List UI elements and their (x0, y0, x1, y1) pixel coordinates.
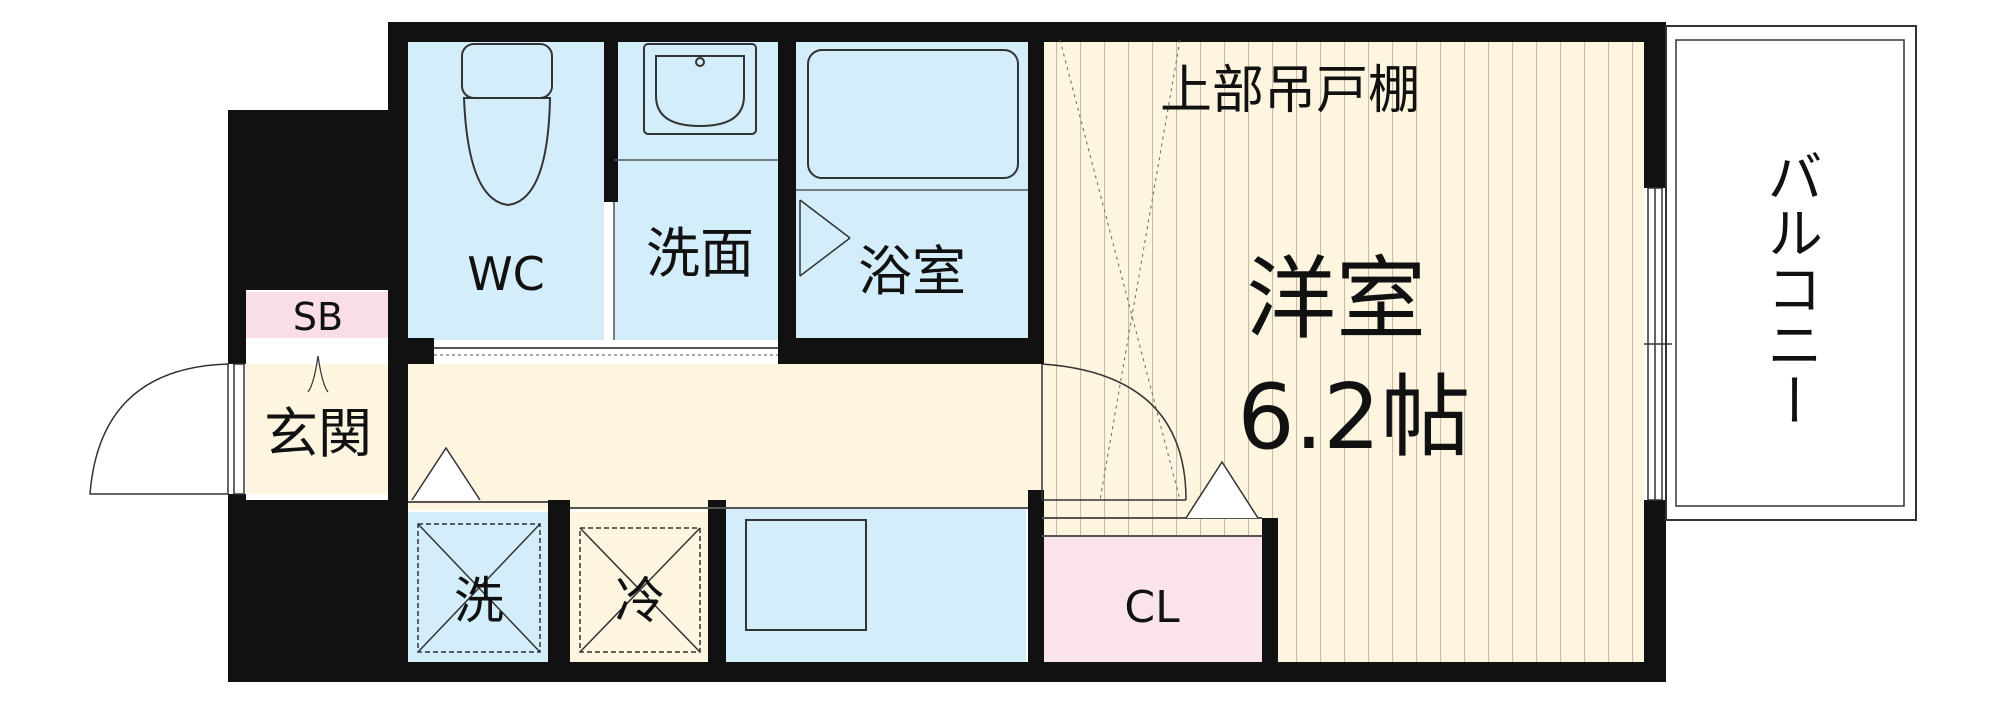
fridge-label: 冷 (615, 572, 665, 630)
hallway-floor (405, 364, 1042, 510)
entrance-label: 玄関 (264, 402, 372, 465)
shoe-box-label: SB (293, 295, 343, 339)
kitchen-counter (726, 508, 1026, 662)
room-door-icon (1041, 363, 1187, 501)
balcony (1665, 25, 1917, 521)
closet-floor (1042, 536, 1262, 662)
upper-storage-label: 上部吊戸棚 (1160, 61, 1420, 121)
upper-storage-marks (1059, 39, 1181, 501)
walls (228, 22, 1666, 682)
balcony-label: バルコニー (1758, 148, 1823, 428)
entrance-curtain-icon (307, 355, 329, 393)
entrance-door-icon (89, 363, 229, 495)
washer-icon (417, 523, 541, 653)
sink-icon (745, 519, 867, 631)
closet-label: CL (1124, 582, 1180, 633)
wash-basin-icon (643, 43, 757, 135)
western-room-label: 洋室 (1246, 247, 1426, 352)
fridge-icon (579, 527, 701, 653)
closet-marker-icon (1185, 460, 1259, 519)
western-room-size-label: 6.2帖 (1237, 365, 1470, 470)
shoe-box (246, 292, 390, 338)
balcony-window (1644, 187, 1672, 501)
bath-door-icon (799, 199, 851, 277)
bathroom-label: 浴室 (858, 240, 966, 303)
entrance-floor (246, 364, 390, 494)
entrance-door-frame (233, 363, 245, 495)
washer-label: 洗 (454, 572, 504, 630)
toilet-icon (461, 43, 553, 207)
thin-lines (408, 159, 1262, 537)
washroom-label: 洗面 (646, 222, 754, 285)
bathtub-icon (807, 49, 1019, 179)
wc-label: WC (467, 247, 545, 301)
hallway-marker-icon (411, 446, 481, 501)
